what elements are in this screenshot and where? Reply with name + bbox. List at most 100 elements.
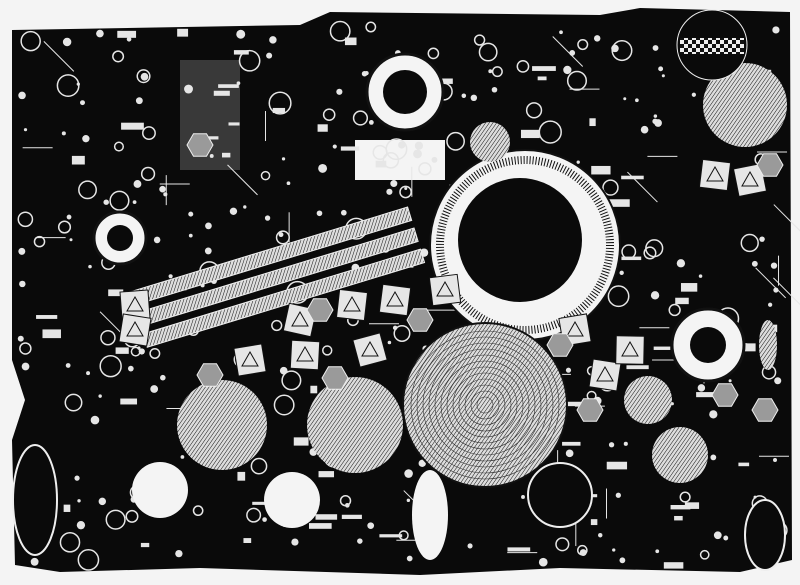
slot (379, 534, 403, 538)
dot (175, 549, 183, 558)
ring (398, 530, 409, 541)
dot (661, 74, 665, 78)
dot (623, 441, 628, 446)
dot (368, 120, 374, 125)
dot (340, 209, 347, 216)
dot (18, 247, 26, 255)
ring (621, 244, 637, 260)
dot (345, 502, 350, 508)
slot (42, 329, 61, 339)
spiral-ring (476, 396, 494, 414)
ring (478, 42, 498, 62)
ring-disk-left-center (107, 225, 133, 251)
dot (88, 264, 92, 269)
slot (309, 523, 332, 529)
dot (18, 91, 26, 100)
slot (208, 136, 219, 140)
ring (645, 239, 664, 258)
dot (209, 154, 214, 158)
spiral-ring (464, 384, 506, 426)
triangle-mark (566, 320, 584, 337)
dot (386, 188, 393, 195)
triangle-mark (706, 165, 724, 182)
dot (608, 442, 615, 448)
hexagon (576, 398, 604, 422)
ring (643, 246, 657, 260)
ring (136, 69, 151, 84)
dot (390, 180, 398, 188)
dot (286, 181, 291, 186)
triangle-mark (126, 320, 144, 337)
slot (340, 146, 360, 151)
slot (63, 504, 71, 512)
hexagon (196, 363, 224, 387)
ring (566, 70, 588, 91)
dot (86, 371, 91, 376)
dot (262, 517, 267, 522)
slot (317, 124, 328, 132)
slot (537, 76, 547, 81)
dot (140, 72, 149, 81)
dot (559, 30, 563, 35)
ring (59, 531, 81, 553)
dot (204, 247, 212, 255)
dot (418, 459, 426, 467)
dot (332, 144, 337, 149)
dot (62, 37, 72, 47)
dot (413, 149, 422, 159)
hexagon (751, 398, 779, 422)
triangle-tile (615, 335, 645, 365)
dot (30, 557, 39, 566)
slot (228, 122, 240, 126)
spiral-ring (416, 336, 554, 474)
slot (591, 165, 611, 175)
ring (525, 102, 543, 119)
wire (227, 164, 258, 196)
dot (357, 538, 363, 544)
dot (65, 363, 71, 368)
ring-disk-right-center (690, 327, 726, 363)
slot (115, 347, 129, 354)
dot (281, 157, 286, 161)
wire (552, 36, 584, 67)
ring (577, 38, 589, 51)
spiral-ring (440, 360, 530, 450)
dot (229, 207, 238, 216)
dot (132, 200, 137, 204)
slot (237, 471, 246, 481)
hexagon (756, 153, 784, 177)
dot (598, 533, 603, 538)
hexagon (321, 366, 349, 390)
slot (71, 155, 85, 165)
triangle-tile (588, 358, 622, 392)
dot (264, 215, 271, 221)
dot (77, 499, 81, 503)
slot (560, 401, 583, 407)
dot (160, 374, 166, 381)
slot (108, 289, 124, 297)
dot (316, 210, 323, 217)
slot (738, 462, 750, 467)
slot (177, 28, 189, 37)
triangle-mark (291, 310, 309, 327)
ring (260, 170, 271, 181)
spiral-ring (434, 354, 536, 456)
dot (710, 454, 717, 461)
dot (406, 555, 413, 562)
dot (461, 93, 467, 98)
dot (753, 495, 757, 499)
ring (17, 211, 34, 228)
dot (698, 274, 703, 278)
dot (538, 557, 548, 567)
triangle-tile (732, 162, 768, 198)
dot (205, 222, 212, 230)
dot (569, 50, 576, 56)
sphere-white (132, 462, 188, 518)
dot (640, 125, 649, 134)
dot (278, 232, 284, 238)
triangle-mark (343, 295, 361, 312)
checker-band (680, 38, 744, 54)
dot (188, 233, 193, 238)
wire (755, 267, 787, 299)
slot (675, 297, 689, 305)
